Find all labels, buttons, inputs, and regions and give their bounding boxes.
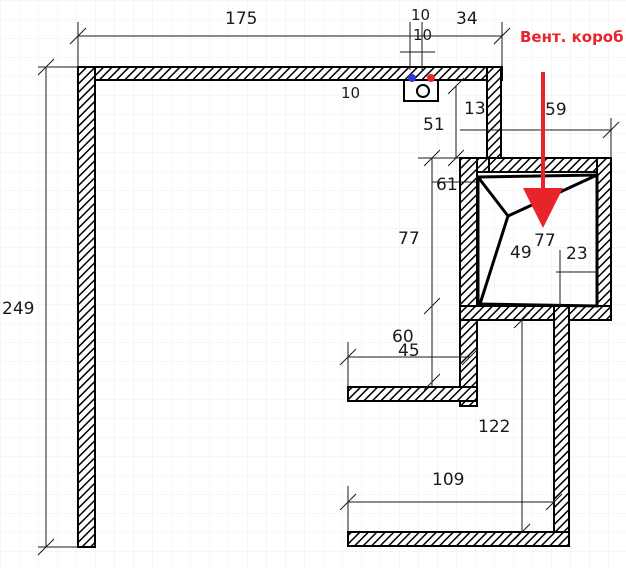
dim-60: 60 [392,327,414,347]
wall-lower-right [553,305,570,547]
dim-49: 49 [510,243,532,263]
dim-122: 122 [478,417,510,437]
annotation-vent-box: Вент. короб [520,28,624,46]
dim-top-small-a: 10 [411,6,430,24]
wall-pier [486,66,502,164]
marker-blue [408,74,416,82]
wall-mid-horizontal [459,305,612,321]
dim-step-51: 51 [423,115,445,135]
small-box [403,79,439,102]
dim-left-height: 249 [2,299,34,319]
wall-lower-left [347,386,478,402]
dim-mid-small: 10 [341,84,360,102]
dim-top-width: 175 [225,9,257,29]
dim-right-59: 59 [545,100,567,120]
dim-109: 109 [432,470,464,490]
dim-top-right: 34 [456,9,478,29]
dim-23: 23 [566,244,588,264]
dim-61: 61 [436,175,458,195]
wall-mid-vertical [459,157,478,407]
wall-right-vertical [596,157,612,321]
marker-red [427,74,435,82]
dim-77-box: 77 [534,231,556,251]
dim-45: 45 [398,341,420,361]
dim-step-13: 13 [464,99,486,119]
wall-left [77,66,96,548]
dim-top-small-b: 10 [413,26,432,44]
wall-bottom [347,531,570,547]
dimension-lines [37,22,620,556]
wall-right-upper [486,157,612,173]
wall-top [77,66,503,81]
small-box-circle [416,84,430,98]
dim-77-left: 77 [398,229,420,249]
